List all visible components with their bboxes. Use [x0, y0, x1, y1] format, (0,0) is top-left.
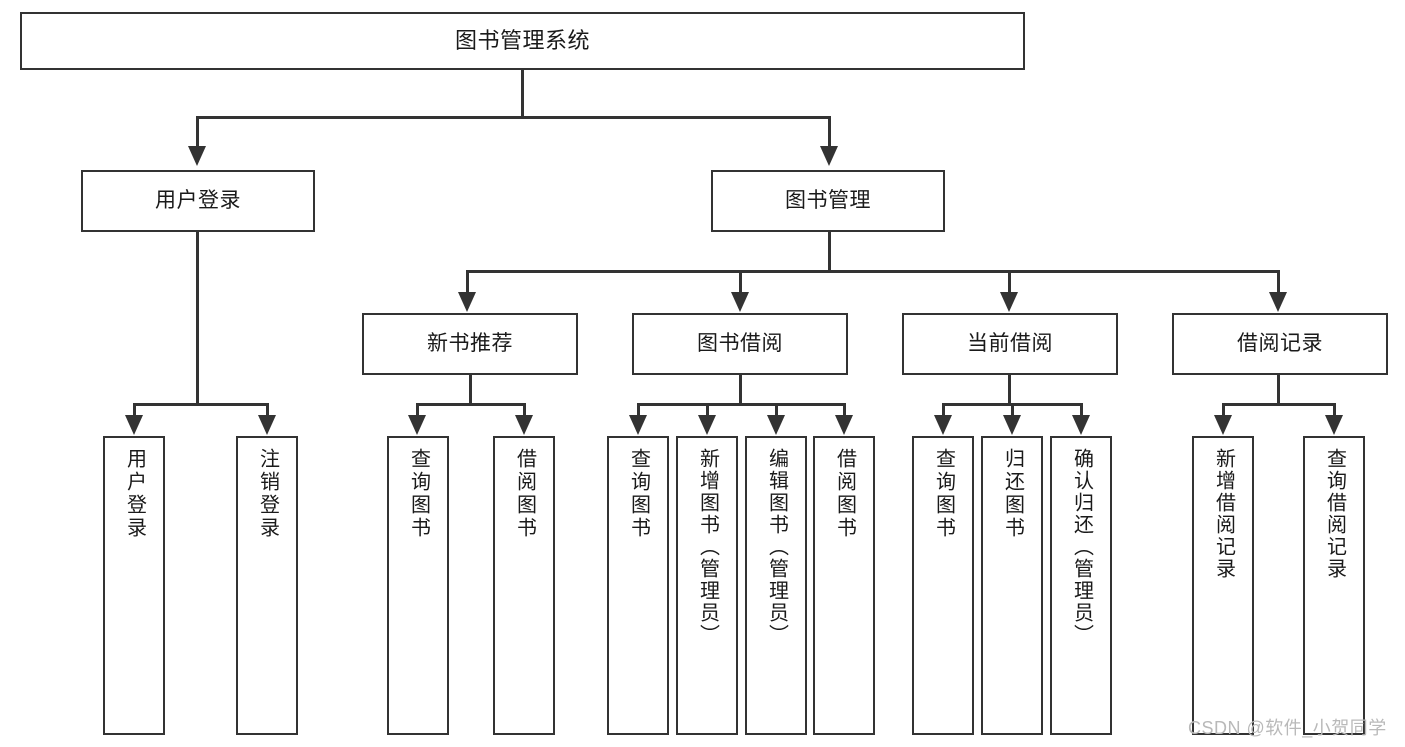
connector-drop-leaf-new-book-0: [416, 403, 419, 417]
connector-drop-leaf-user-login-1: [266, 403, 269, 417]
connector-drop-leaf-borrow-record-1: [1333, 403, 1336, 417]
arrowhead-level3-2: [1000, 292, 1018, 312]
connector-new-book-bus: [416, 403, 526, 406]
connector-drop-leaf-current-borrow-0: [942, 403, 945, 417]
connector-root-stem: [521, 70, 524, 118]
leaf-node-new-book-borrow[interactable]: 借阅图书: [493, 436, 555, 735]
arrowhead-leaf-new-book-0: [408, 415, 426, 435]
connector-drop-book-manage: [828, 116, 831, 146]
connector-drop-leaf-new-book-1: [523, 403, 526, 417]
connector-level3-bus: [466, 270, 1280, 273]
node-root-system[interactable]: 图书管理系统: [20, 12, 1025, 70]
leaf-node-borrow-record-query[interactable]: 查询借阅记录: [1303, 436, 1365, 735]
arrowhead-leaf-new-book-1: [515, 415, 533, 435]
node-label: 查询图书: [932, 448, 955, 540]
leaf-node-user-login-login[interactable]: 用户登录: [103, 436, 165, 735]
arrowhead-leaf-borrow-record-1: [1325, 415, 1343, 435]
node-label: 借阅图书: [513, 448, 536, 540]
arrowhead-leaf-current-borrow-2: [1072, 415, 1090, 435]
node-label: 新增借阅记录: [1212, 448, 1235, 580]
csdn-watermark: CSDN @软件_小贺同学: [1188, 718, 1387, 738]
node-label: 新增图书（管理员）: [696, 448, 719, 646]
arrowhead-leaf-book-borrow-1: [698, 415, 716, 435]
node-label: 用户登录: [123, 448, 146, 540]
connector-borrow-record-bus: [1222, 403, 1336, 406]
node-label: 当前借阅: [967, 331, 1053, 355]
node-current-borrow[interactable]: 当前借阅: [902, 313, 1118, 375]
leaf-node-book-borrow-borrow[interactable]: 借阅图书: [813, 436, 875, 735]
connector-drop-leaf-book-borrow-0: [637, 403, 640, 417]
arrowhead-level3-0: [458, 292, 476, 312]
node-label: 确认归还（管理员）: [1070, 448, 1093, 646]
leaf-node-book-borrow-query[interactable]: 查询图书: [607, 436, 669, 735]
connector-drop-level3-3: [1277, 270, 1280, 294]
arrowhead-level3-1: [731, 292, 749, 312]
arrowhead-leaf-book-borrow-3: [835, 415, 853, 435]
node-label: 图书管理系统: [454, 28, 590, 54]
connector-drop-leaf-current-borrow-2: [1080, 403, 1083, 417]
node-label: 借阅记录: [1237, 331, 1323, 355]
connector-drop-user-login: [196, 116, 199, 146]
connector-book-manage-stem: [828, 232, 831, 272]
node-label: 查询图书: [627, 448, 650, 540]
arrowhead-leaf-current-borrow-0: [934, 415, 952, 435]
arrowhead-leaf-book-borrow-0: [629, 415, 647, 435]
node-label: 借阅图书: [833, 448, 856, 540]
arrowhead-leaf-borrow-record-0: [1214, 415, 1232, 435]
node-label: 归还图书: [1001, 448, 1024, 540]
leaf-node-current-borrow-query[interactable]: 查询图书: [912, 436, 974, 735]
arrowhead-leaf-user-login-0: [125, 415, 143, 435]
node-label: 注销登录: [256, 448, 279, 540]
node-book-manage[interactable]: 图书管理: [711, 170, 945, 232]
arrowhead-level3-3: [1269, 292, 1287, 312]
connector-level2-bus: [196, 116, 831, 119]
node-label: 查询图书: [407, 448, 430, 540]
connector-book-borrow-stem: [739, 375, 742, 405]
arrowhead-leaf-user-login-1: [258, 415, 276, 435]
leaf-node-user-login-logout[interactable]: 注销登录: [236, 436, 298, 735]
connector-user-login-bus: [133, 403, 266, 406]
leaf-node-book-borrow-add[interactable]: 新增图书（管理员）: [676, 436, 738, 735]
connector-current-borrow-stem: [1008, 375, 1011, 405]
node-borrow-record[interactable]: 借阅记录: [1172, 313, 1388, 375]
connector-user-login-stem: [196, 232, 199, 405]
connector-drop-leaf-borrow-record-0: [1222, 403, 1225, 417]
node-label: 编辑图书（管理员）: [765, 448, 788, 646]
connector-drop-leaf-book-borrow-2: [775, 403, 778, 417]
node-label: 图书管理: [785, 188, 871, 212]
connector-drop-leaf-book-borrow-1: [706, 403, 709, 417]
node-label: 新书推荐: [427, 331, 513, 355]
connector-drop-level3-1: [739, 270, 742, 294]
connector-drop-level3-0: [466, 270, 469, 294]
connector-drop-level3-2: [1008, 270, 1011, 294]
arrowhead-leaf-current-borrow-1: [1003, 415, 1021, 435]
connector-drop-leaf-current-borrow-1: [1011, 403, 1014, 417]
node-new-book-recommend[interactable]: 新书推荐: [362, 313, 578, 375]
leaf-node-borrow-record-add[interactable]: 新增借阅记录: [1192, 436, 1254, 735]
connector-borrow-record-stem: [1277, 375, 1280, 405]
node-label: 查询借阅记录: [1323, 448, 1346, 580]
arrowhead-leaf-book-borrow-2: [767, 415, 785, 435]
connector-drop-leaf-book-borrow-3: [843, 403, 846, 417]
arrowhead-book-manage: [820, 146, 838, 166]
leaf-node-current-borrow-return[interactable]: 归还图书: [981, 436, 1043, 735]
arrowhead-user-login: [188, 146, 206, 166]
node-label: 图书借阅: [697, 331, 783, 355]
leaf-node-current-borrow-confirm[interactable]: 确认归还（管理员）: [1050, 436, 1112, 735]
connector-book-borrow-bus: [637, 403, 845, 406]
leaf-node-new-book-query[interactable]: 查询图书: [387, 436, 449, 735]
connector-new-book-stem: [469, 375, 472, 405]
connector-drop-leaf-user-login-0: [133, 403, 136, 417]
node-label: 用户登录: [155, 188, 241, 212]
node-book-borrow[interactable]: 图书借阅: [632, 313, 848, 375]
leaf-node-book-borrow-edit[interactable]: 编辑图书（管理员）: [745, 436, 807, 735]
node-user-login[interactable]: 用户登录: [81, 170, 315, 232]
